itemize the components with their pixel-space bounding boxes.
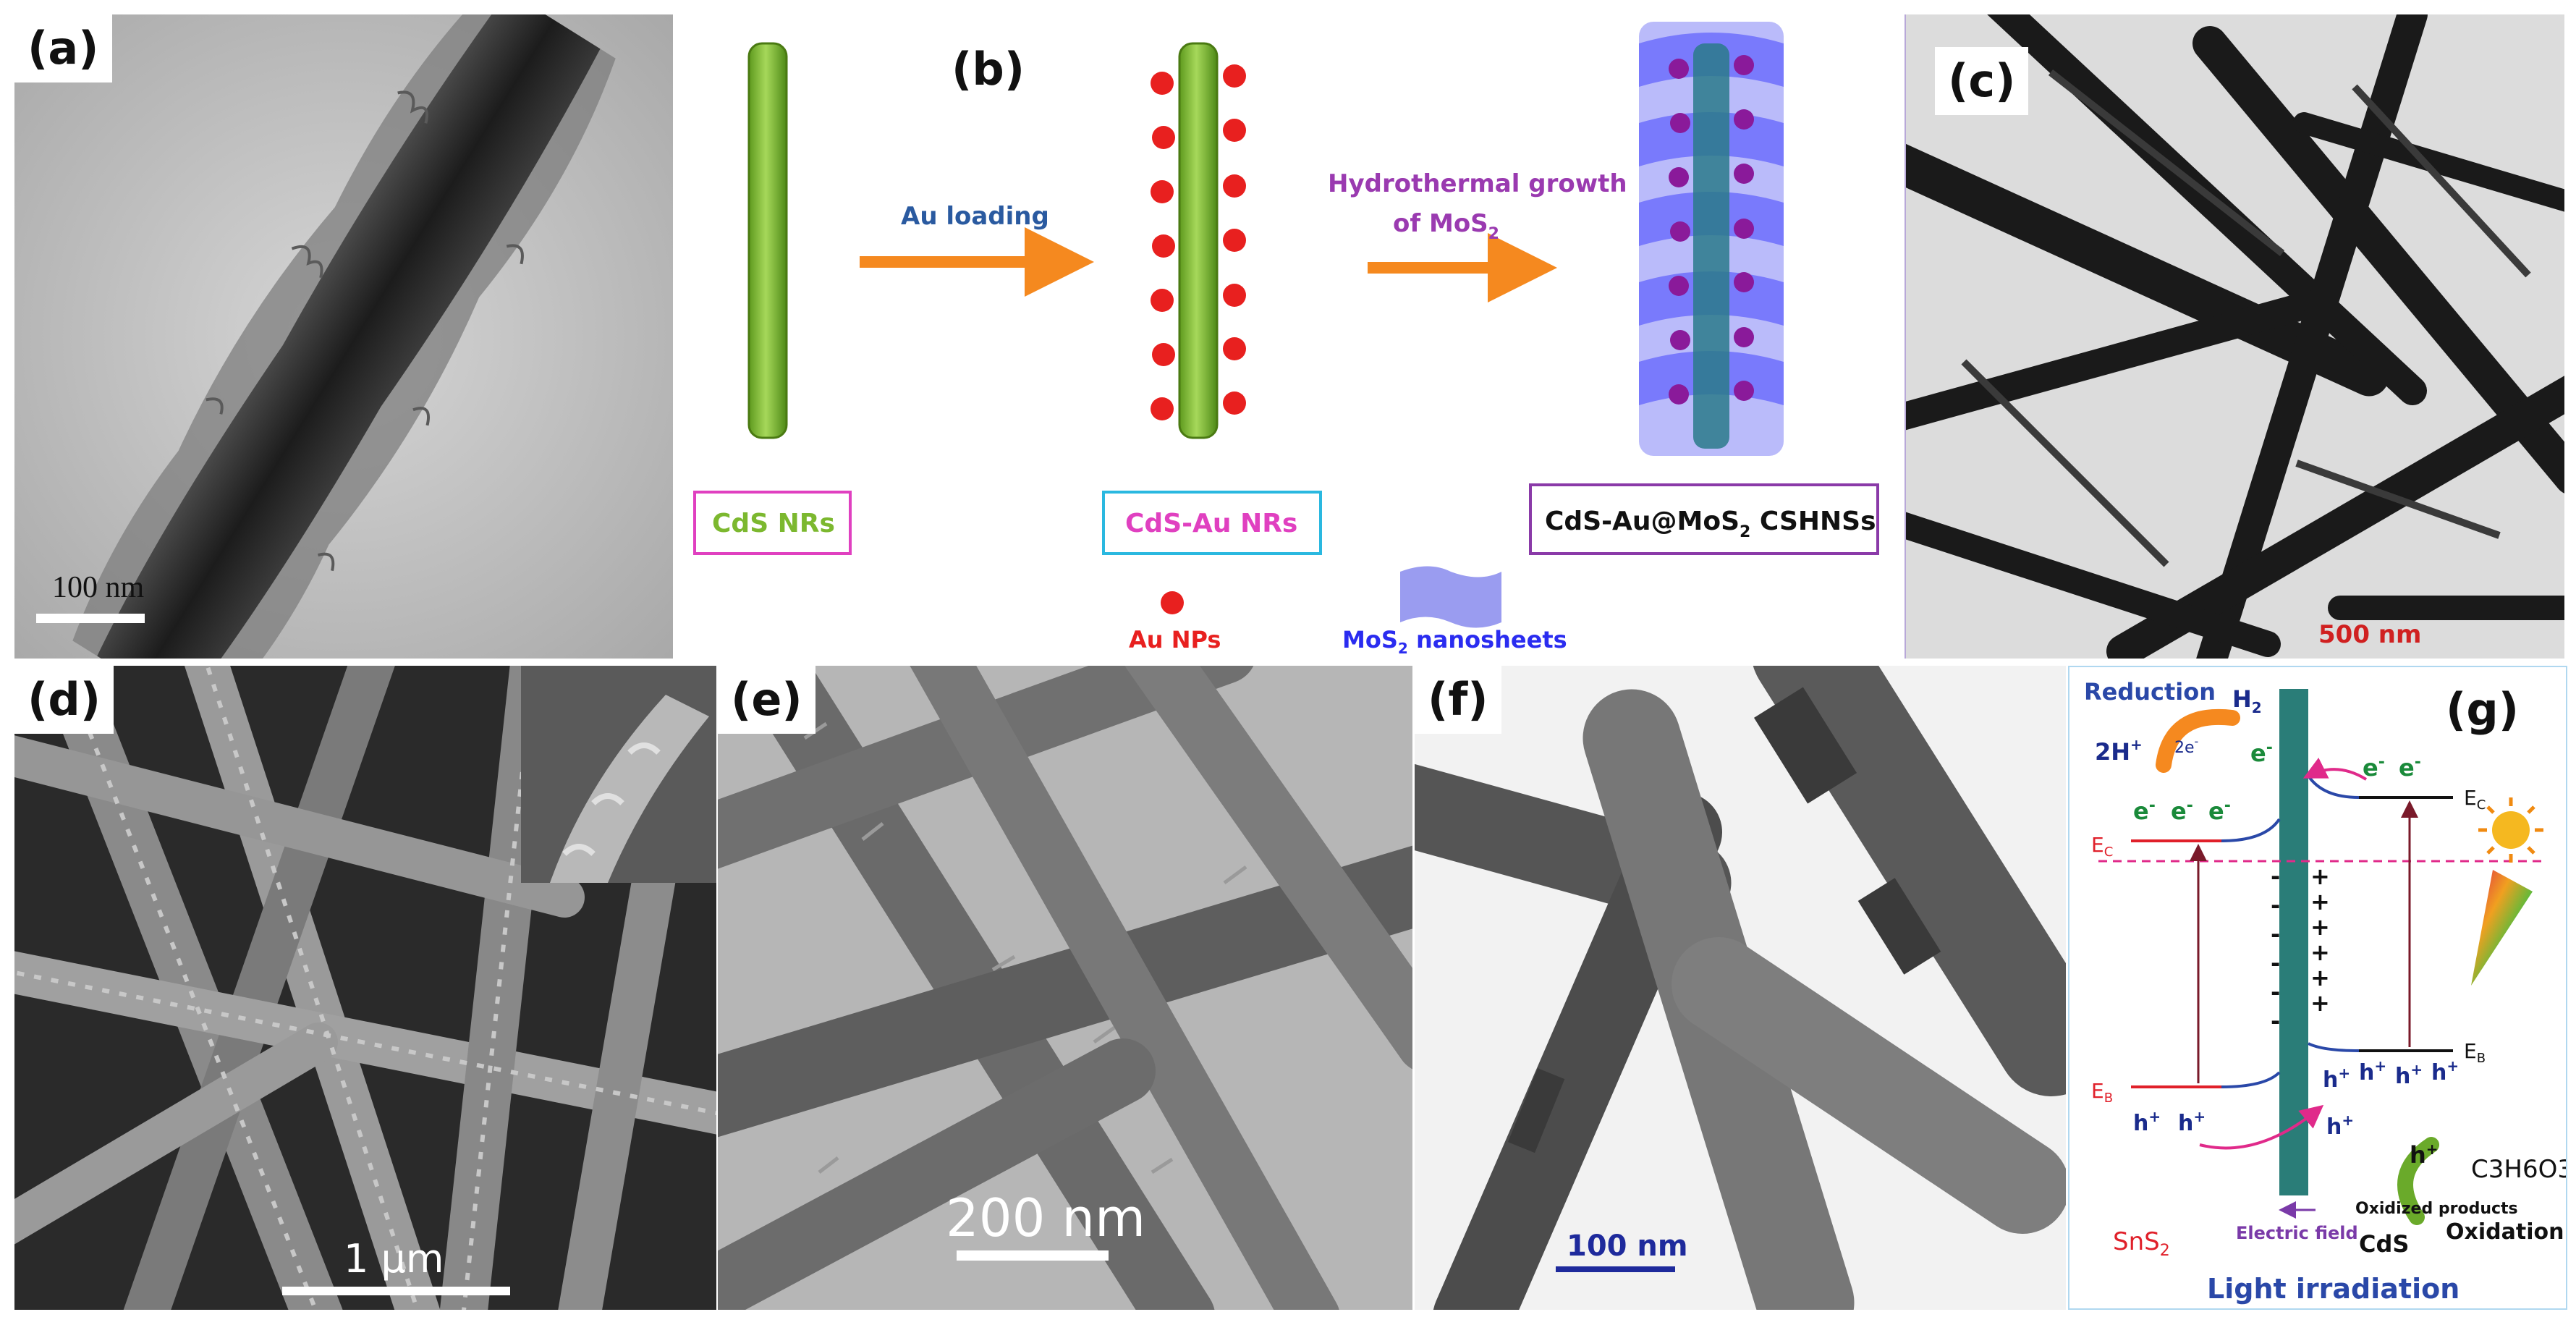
sns2-label: SnS2 <box>2113 1227 2170 1260</box>
hydrothermal-label-1: Hydrothermal growth <box>1328 169 1627 198</box>
eb-label-left: EB <box>2091 1079 2113 1106</box>
cds-label: CdS <box>2359 1230 2409 1258</box>
panel-a-tem-image: 100 nm <box>14 14 673 659</box>
panel-e: 200 nm (e) <box>718 666 1412 1310</box>
box-cds-au-nrs <box>1102 491 1322 555</box>
panel-a: 100 nm (a) <box>14 14 673 659</box>
panel-d: 1 μm (d) <box>14 666 716 1310</box>
panel-c-tem-image: 500 nm <box>1906 14 2564 659</box>
ec-label-right: EC <box>2464 786 2486 813</box>
panel-d-sem-image: 1 μm <box>14 666 716 1310</box>
panel-label-e: (e) <box>718 666 815 734</box>
svg-text:+: + <box>2310 863 2330 890</box>
ec-label-left: EC <box>2091 833 2113 860</box>
au-nanoparticles <box>1151 64 1246 420</box>
oxidized-products-label: Oxidized products <box>2355 1200 2518 1218</box>
panel-b-schematic: Au loading Hydrothermal growth of MoS2 <box>693 22 1879 657</box>
scale-bar-label: 100 nm <box>52 571 145 604</box>
svg-text:e-: e- <box>2399 753 2421 782</box>
h2-label: H2 <box>2232 685 2262 716</box>
svg-text:-: - <box>2271 1007 2280 1035</box>
panel-label-b: (b) <box>952 43 1025 96</box>
scale-bar-label: 200 nm <box>946 1188 1145 1248</box>
cds-au-mos2-core-shell <box>1639 22 1784 456</box>
svg-text:h+: h+ <box>2133 1108 2161 1136</box>
oxidation-label: Oxidation <box>2446 1219 2564 1245</box>
svg-text:h+: h+ <box>2431 1057 2459 1085</box>
svg-text:e-: e- <box>2208 797 2231 825</box>
oxidation-arrow <box>2397 1137 2439 1225</box>
scale-bar <box>282 1287 510 1295</box>
panel-b: Au loading Hydrothermal growth of MoS2 <box>680 14 1896 659</box>
cds-au-nanorod <box>1178 42 1219 439</box>
svg-text:h+: h+ <box>2359 1057 2386 1085</box>
svg-text:e-: e- <box>2250 739 2273 767</box>
scale-bar-label: 100 nm <box>1567 1229 1688 1263</box>
svg-text:CdS-Au@MoS2 CSHNSs: CdS-Au@MoS2 CSHNSs <box>1545 507 1876 541</box>
panel-label-f: (f) <box>1415 666 1501 734</box>
panel-f: 100 nm (f) <box>1415 666 2066 1310</box>
scale-bar <box>1556 1266 1675 1272</box>
svg-text:CdS NRs: CdS NRs <box>712 509 835 538</box>
legend-mos2-sheet <box>1400 566 1501 628</box>
svg-text:+: + <box>2310 913 2330 941</box>
svg-text:-: - <box>2271 949 2280 977</box>
panel-label-c: (c) <box>1935 47 2029 115</box>
legend-mos2-label: MoS2 nanosheets <box>1342 626 1567 657</box>
panel-label-a: (a) <box>14 14 112 82</box>
panel-g: --- --- +++ +++ EC EB EC EB e- e- e- e- … <box>2068 666 2567 1310</box>
legend-au-label: Au NPs <box>1129 626 1221 653</box>
panel-label-d: (d) <box>14 666 114 734</box>
svg-text:e-: e- <box>2363 753 2385 782</box>
svg-text:+: + <box>2310 989 2330 1017</box>
svg-text:+: + <box>2310 939 2330 966</box>
scale-bar-label: 500 nm <box>2318 620 2421 649</box>
light-beam <box>2471 870 2533 986</box>
svg-text:h+: h+ <box>2326 1112 2354 1140</box>
panel-c: 500 nm (c) <box>1905 14 2564 659</box>
svg-text:h+: h+ <box>2178 1108 2206 1136</box>
svg-text:h+: h+ <box>2410 1140 2439 1169</box>
svg-text:+: + <box>2310 888 2330 915</box>
svg-text:-: - <box>2271 892 2280 919</box>
legend-au-dot <box>1161 591 1184 614</box>
svg-text:e-: e- <box>2133 797 2156 825</box>
hydrothermal-label-2: of MoS2 <box>1393 209 1499 243</box>
scale-bar-label: 1 μm <box>344 1236 444 1282</box>
panel-f-tem-image: 100 nm <box>1415 666 2066 1310</box>
sun-icon <box>2478 797 2543 863</box>
electric-field-label: Electric field <box>2236 1223 2358 1243</box>
svg-text:+: + <box>2310 964 2330 991</box>
box-cds-nrs <box>693 491 852 555</box>
svg-text:-: - <box>2271 978 2280 1006</box>
svg-text:CdS-Au NRs: CdS-Au NRs <box>1125 509 1297 538</box>
light-irradiation-label: Light irradiation <box>2207 1273 2460 1305</box>
eb-label-right: EB <box>2464 1039 2486 1066</box>
svg-text:e-: e- <box>2171 797 2193 825</box>
reduction-label: Reduction <box>2084 678 2216 706</box>
svg-text:-: - <box>2271 863 2280 890</box>
panel-g-band-diagram: --- --- +++ +++ EC EB EC EB e- e- e- e- … <box>2084 678 2567 1305</box>
cds-nanorod <box>747 42 788 439</box>
reduction-arrow <box>2156 708 2240 773</box>
scale-bar <box>36 614 145 623</box>
svg-text:h+: h+ <box>2323 1064 2350 1093</box>
box-cds-au-mos2 <box>1529 483 1879 555</box>
panel-label-g: (g) <box>2446 683 2520 736</box>
scale-bar <box>957 1250 1109 1261</box>
au-loading-label: Au loading <box>901 202 1049 231</box>
svg-text:-: - <box>2271 920 2280 948</box>
c3h6o3-label: C3H6O3 <box>2471 1155 2567 1184</box>
two-h-plus-label: 2H+ <box>2095 736 2143 766</box>
two-e-label: 2e- <box>2174 735 2198 757</box>
panel-e-tem-image: 200 nm <box>718 666 1412 1310</box>
svg-text:h+: h+ <box>2395 1061 2423 1089</box>
